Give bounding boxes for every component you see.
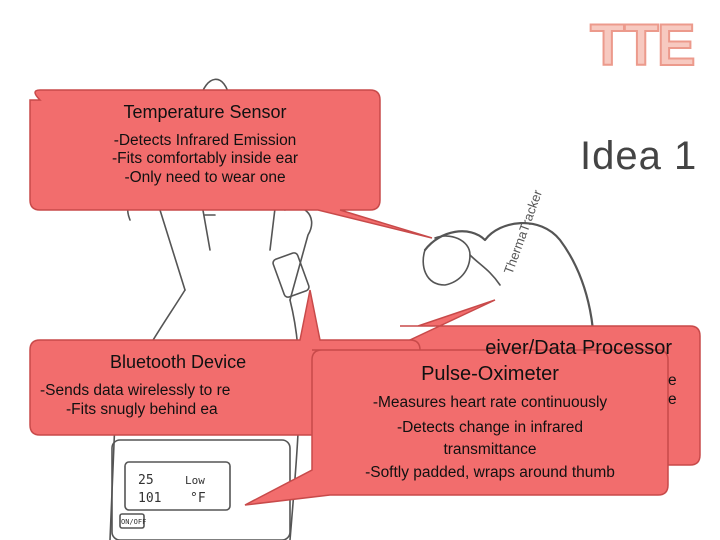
- on-off-button-label: ON/OFF: [121, 518, 146, 526]
- pulse-oximeter-line: -Measures heart rate continuously: [372, 394, 608, 411]
- pulse-oximeter-line: -Softly padded, wraps around thumb: [365, 463, 615, 481]
- temperature-sensor-line: -Detects Infrared Emission: [113, 131, 297, 149]
- logo: TTE: [589, 12, 697, 79]
- pulse-oximeter-line: -Detects change in infrared: [396, 418, 584, 436]
- temperature-sensor-callout: Temperature Sensor -Detects Infrared Emi…: [30, 102, 380, 187]
- display-low-label: Low: [185, 474, 205, 487]
- temperature-sensor-title: Temperature Sensor: [123, 102, 287, 122]
- bluetooth-device-title: Bluetooth Device: [110, 352, 247, 372]
- display-bottom-value: 101: [138, 491, 161, 506]
- temperature-sensor-line: -Fits comfortably inside ear: [111, 150, 299, 168]
- pulse-oximeter-line: transmittance: [443, 441, 537, 459]
- bluetooth-device-lines: -Sends data wirelessly to re -Fits snugl…: [40, 382, 315, 419]
- pulse-oximeter-bubble: [244, 349, 669, 506]
- receiver-line: e: [668, 390, 677, 408]
- temperature-sensor-line: -Only need to wear one: [124, 168, 286, 186]
- temperature-sensor-bubble: [29, 89, 433, 239]
- bluetooth-device-line: -Fits snugly behind ea: [66, 400, 218, 418]
- display-unit-label: °F: [190, 491, 206, 506]
- bluetooth-device-callout: Bluetooth Device: [30, 352, 330, 380]
- receiver-callout: eiver/Data Processor: [410, 336, 700, 360]
- bluetooth-device-line: -Sends data wirelessly to re: [40, 382, 231, 399]
- display-top-value: 25: [138, 473, 154, 488]
- slide-title: Idea 1: [580, 134, 698, 178]
- receiver-title: eiver/Data Processor: [485, 337, 672, 359]
- receiver-line-fragment: e e: [668, 372, 688, 409]
- pulse-oximeter-title: Pulse-Oximeter: [421, 363, 559, 385]
- pulse-oximeter-callout: Pulse-Oximeter -Measures heart rate cont…: [312, 362, 668, 482]
- receiver-line: e: [668, 372, 677, 389]
